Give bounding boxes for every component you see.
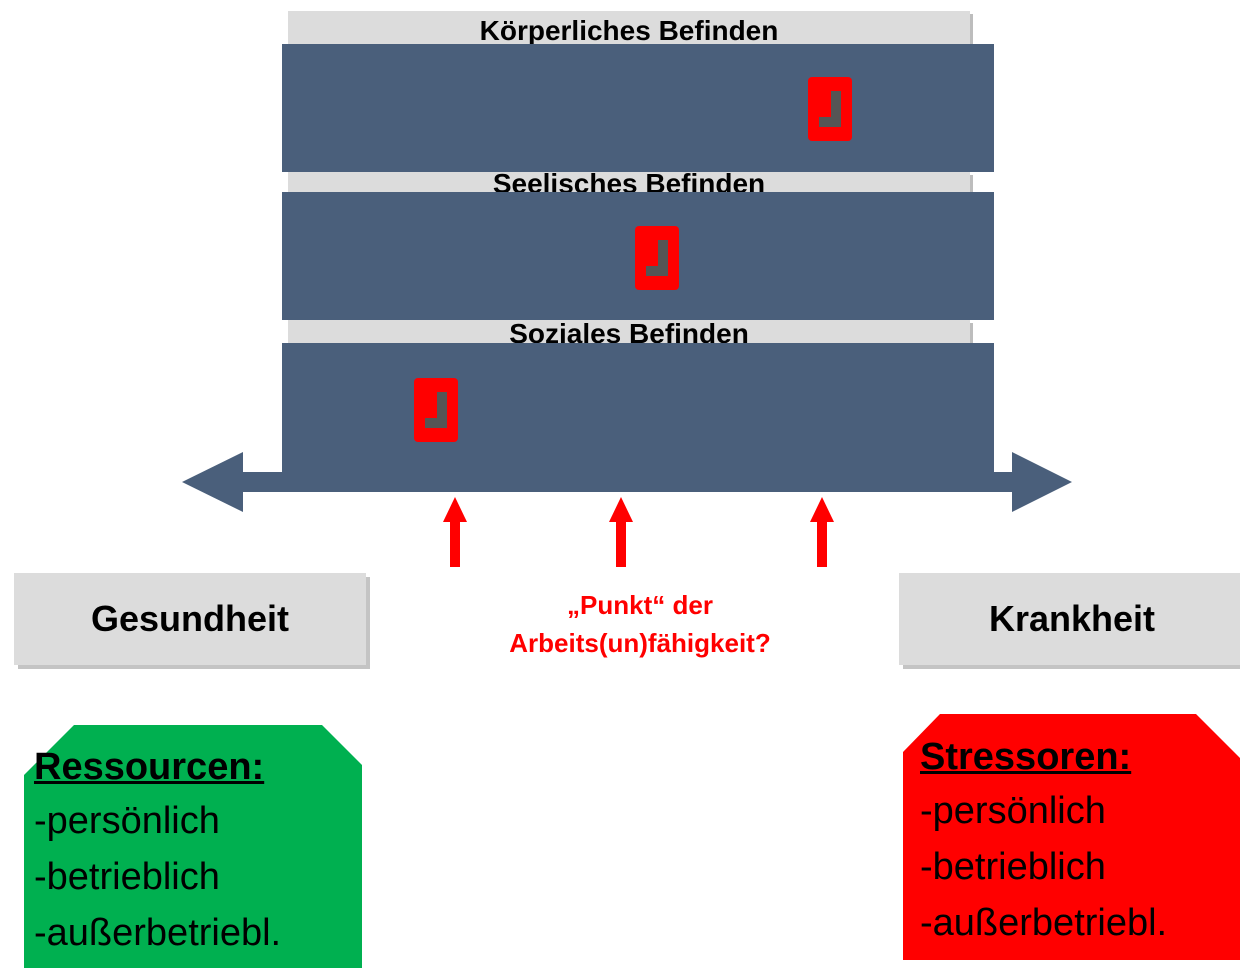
up-arrow-icon <box>609 497 633 567</box>
work-ability-question: „Punkt“ der Arbeits(un)fähigkeit? <box>440 586 840 662</box>
level-bar-koerperlich <box>282 44 994 172</box>
corner-glyph-icon <box>819 91 841 127</box>
axis-left-arrowhead-icon <box>182 452 243 512</box>
level-marker-seelisch <box>635 226 679 290</box>
axis-right-arrowhead-icon <box>1012 452 1072 512</box>
level-label-seelisch: Seelisches Befinden <box>492 172 766 192</box>
resources-item: -betrieblich <box>34 856 220 898</box>
pole-gesundheit-label: Gesundheit <box>90 598 290 639</box>
stressors-heading: Stressoren: <box>920 736 1132 778</box>
stressors-item: -betrieblich <box>920 846 1106 888</box>
level-marker-sozial <box>414 378 458 442</box>
up-arrow-icon <box>810 497 834 567</box>
pole-gesundheit: Gesundheit <box>14 573 366 665</box>
stressors-box-shape <box>903 714 1240 960</box>
question-line-1: „Punkt“ der <box>567 590 713 620</box>
corner-glyph-icon <box>425 392 447 428</box>
level-tab-sozial: Soziales Befinden <box>288 320 970 343</box>
axis-shaft <box>240 472 1016 492</box>
pole-krankheit-label: Krankheit <box>988 598 1156 639</box>
stressors-item: -persönlich <box>920 790 1106 832</box>
level-bar-sozial <box>282 343 994 491</box>
stressors-list: Stressoren: -persönlich -betrieblich -au… <box>920 736 1230 951</box>
level-label-sozial: Soziales Befinden <box>509 320 749 343</box>
resources-item: -außerbetriebl. <box>34 912 282 954</box>
level-label-koerperlich: Körperliches Befinden <box>479 15 779 44</box>
resources-item: -persönlich <box>34 800 220 842</box>
level-marker-koerperlich <box>808 77 852 141</box>
level-tab-koerperlich: Körperliches Befinden <box>288 11 970 44</box>
level-tab-seelisch: Seelisches Befinden <box>288 172 970 192</box>
pole-krankheit: Krankheit <box>899 573 1240 665</box>
question-line-2: Arbeits(un)fähigkeit? <box>509 628 771 658</box>
resources-list: Ressourcen: -persönlich -betrieblich -au… <box>34 746 354 961</box>
up-arrow-icon <box>443 497 467 567</box>
stressors-item: -außerbetriebl. <box>920 902 1168 944</box>
resources-heading: Ressourcen: <box>34 746 265 788</box>
corner-glyph-icon <box>646 240 668 276</box>
